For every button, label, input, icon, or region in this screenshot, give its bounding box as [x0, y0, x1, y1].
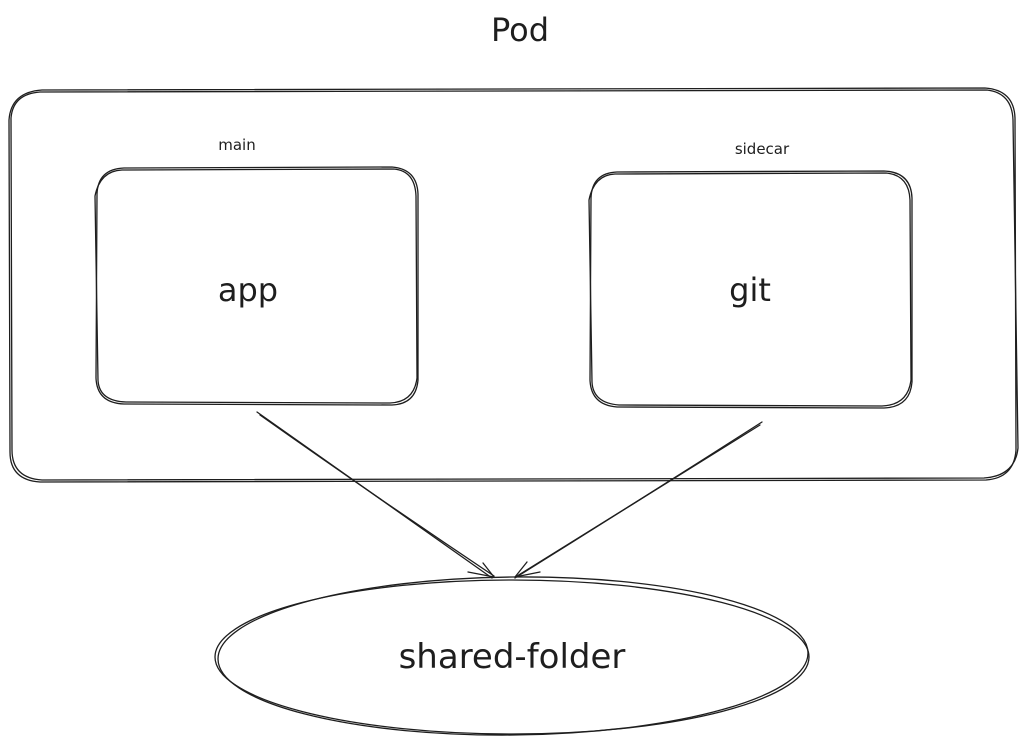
pod-box	[8, 87, 1019, 483]
git-container-label: git	[729, 271, 771, 309]
sidecar-role-label: sidecar	[734, 140, 790, 158]
app-container-box	[94, 166, 419, 406]
git-to-shared-arrow	[514, 421, 763, 579]
app-container-label: app	[217, 271, 279, 309]
main-role-label: main	[218, 136, 256, 154]
pod-title: Pod	[490, 11, 550, 49]
app-to-shared-arrow	[256, 411, 495, 579]
shared-folder-ellipse	[214, 576, 810, 736]
git-container-box	[588, 170, 913, 409]
shared-folder-label: shared-folder	[398, 637, 626, 677]
